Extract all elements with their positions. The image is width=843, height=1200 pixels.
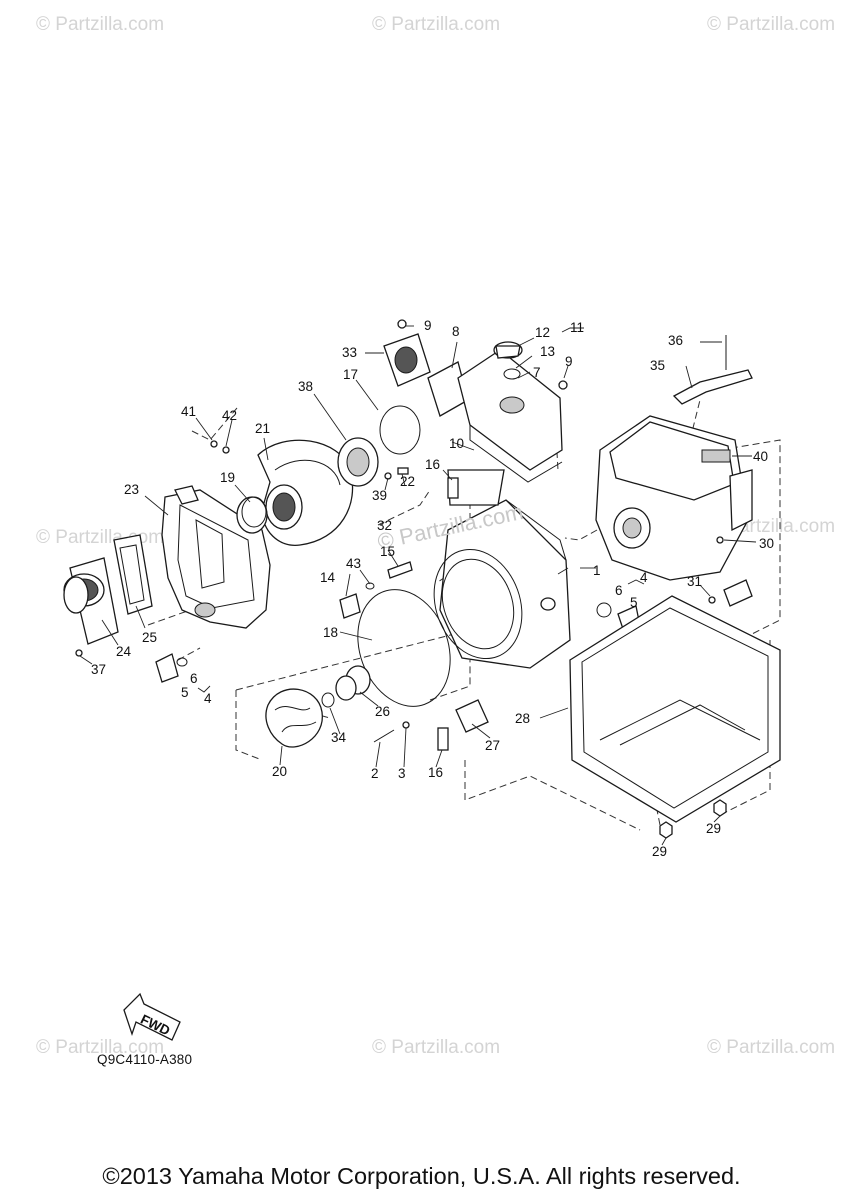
part-bolt-16 — [437, 477, 459, 751]
callout-27: 27 — [485, 738, 500, 753]
callout-17: 17 — [343, 367, 358, 382]
callout-35: 35 — [650, 358, 665, 373]
callout-6-left: 6 — [190, 671, 198, 686]
part-bolt-2 — [373, 721, 410, 743]
callout-21: 21 — [255, 421, 270, 436]
callout-29-left: 29 — [652, 844, 667, 859]
part-frame-28 — [569, 595, 781, 823]
part-discharge-flange-38 — [337, 437, 379, 487]
callout-28: 28 — [515, 711, 530, 726]
copyright-notice: ©2013 Yamaha Motor Corporation, U.S.A. A… — [102, 1163, 741, 1189]
fwd-arrow-icon: FWD — [123, 992, 181, 1041]
callout-8: 8 — [452, 324, 460, 339]
callout-13: 13 — [540, 344, 555, 359]
callout-25: 25 — [142, 630, 157, 645]
callout-4-left: 4 — [204, 691, 212, 706]
part-casing-1 — [433, 469, 571, 669]
callout-29-right: 29 — [706, 821, 721, 836]
part-impeller-20 — [265, 688, 323, 748]
part-mechanical-seal-26 — [321, 665, 371, 708]
callout-37: 37 — [91, 662, 106, 677]
watermark-bottom-right: © Partzilla.com — [707, 1037, 835, 1058]
callout-9-top: 9 — [424, 318, 432, 333]
part-plug-14 — [339, 561, 413, 619]
callout-20: 20 — [272, 764, 287, 779]
watermark-top-left: © Partzilla.com — [36, 14, 164, 35]
callout-42: 42 — [222, 408, 237, 423]
callout-16-top: 16 — [425, 457, 440, 472]
part-tank-10 — [457, 349, 563, 483]
callout-38: 38 — [298, 379, 313, 394]
callout-labels: 1 2 3 4 4 5 5 6 6 7 8 9 9 10 11 12 13 14… — [91, 318, 774, 859]
callout-23: 23 — [124, 482, 139, 497]
diagram-code: Q9C4110-A380 — [97, 1052, 193, 1067]
part-oring-18 — [357, 589, 451, 707]
callout-7: 7 — [533, 365, 541, 380]
callout-30: 30 — [759, 536, 774, 551]
watermark-mid-left: © Partzilla.com — [36, 527, 164, 548]
callout-5-left: 5 — [181, 685, 189, 700]
callout-18: 18 — [323, 625, 338, 640]
part-suction-flange-24 — [63, 557, 119, 657]
callout-15: 15 — [380, 544, 395, 559]
callout-32: 32 — [377, 518, 392, 533]
callout-16-bottom: 16 — [428, 765, 443, 780]
callout-31: 31 — [687, 574, 702, 589]
callout-36: 36 — [668, 333, 683, 348]
callout-5-right: 5 — [630, 595, 638, 610]
watermark-top-right: © Partzilla.com — [707, 14, 835, 35]
callout-10: 10 — [449, 436, 464, 451]
part-gasket-25 — [113, 534, 153, 615]
part-clamp-31 — [659, 536, 753, 839]
callout-40: 40 — [753, 449, 768, 464]
callout-14: 14 — [320, 570, 336, 585]
callout-26: 26 — [375, 704, 390, 719]
leader-lines — [79, 325, 757, 846]
callout-3: 3 — [398, 766, 406, 781]
watermark-top-center: © Partzilla.com — [372, 14, 500, 35]
callout-39: 39 — [372, 488, 387, 503]
callout-33: 33 — [342, 345, 357, 360]
callout-1: 1 — [593, 563, 601, 578]
callout-22: 22 — [400, 474, 415, 489]
callout-43: 43 — [346, 556, 361, 571]
callout-19: 19 — [220, 470, 235, 485]
part-engine-40 — [595, 415, 753, 581]
part-oring-17 — [379, 405, 421, 455]
part-drain-plug-left — [155, 653, 188, 683]
watermark-bottom-center: © Partzilla.com — [372, 1037, 500, 1058]
part-volute-21 — [236, 439, 354, 546]
watermarks: © Partzilla.com © Partzilla.com © Partzi… — [36, 14, 835, 1058]
part-cap-12 — [493, 341, 523, 380]
watermark-bottom-left: © Partzilla.com — [36, 1037, 164, 1058]
part-outlet-elbow-33 — [383, 319, 431, 387]
part-screws-41-42 — [210, 440, 230, 454]
callout-4-right: 4 — [640, 570, 648, 585]
part-bracket-35 — [672, 335, 753, 405]
callout-34: 34 — [331, 730, 347, 745]
callout-9-right: 9 — [565, 354, 573, 369]
callout-41: 41 — [181, 404, 196, 419]
part-oring-19 — [241, 496, 267, 528]
callout-12: 12 — [535, 325, 550, 340]
callout-24: 24 — [116, 644, 132, 659]
callout-11: 11 — [570, 320, 584, 335]
part-bracket-27 — [455, 699, 489, 733]
callout-2: 2 — [371, 766, 379, 781]
part-bolt-9 — [558, 380, 568, 390]
callout-6-right: 6 — [615, 583, 623, 598]
